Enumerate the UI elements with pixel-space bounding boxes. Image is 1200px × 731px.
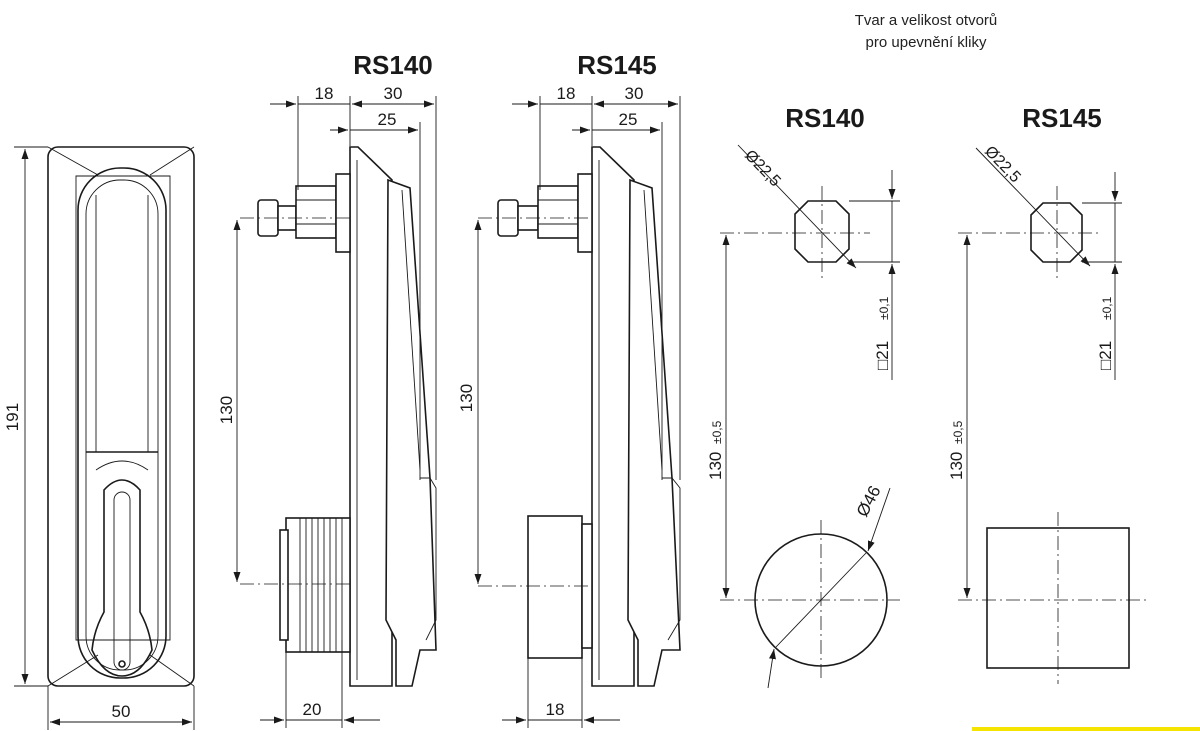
knob-ribs <box>299 518 343 652</box>
hole-pattern-rs145: RS145 Ø22,5 □21 ±0,1 130 ±0,5 <box>947 103 1150 684</box>
rs140-distance-tol: ±0,5 <box>710 420 724 444</box>
accent-bar <box>972 727 1200 731</box>
rs145-dim-25: 25 <box>619 110 638 129</box>
side-view-rs145: RS145 18 30 25 130 1 <box>457 50 681 728</box>
rs145-dim-30: 30 <box>625 84 644 103</box>
rs140-dim-20: 20 <box>303 700 322 719</box>
model-title-rs145-side: RS145 <box>577 50 657 80</box>
note-line-1: Tvar a velikost otvorů <box>855 12 998 29</box>
front-view: 191 50 <box>3 146 195 730</box>
side-view-rs140: RS140 <box>217 50 437 728</box>
rs145-dim-130: 130 <box>457 384 476 412</box>
rs145-dim-18: 18 <box>557 84 576 103</box>
front-width-label: 50 <box>112 702 131 721</box>
rs140-dim-18: 18 <box>315 84 334 103</box>
note-line-2: pro upevnění kliky <box>866 34 987 51</box>
rs140-dim-25: 25 <box>378 110 397 129</box>
rs145-distance: 130 <box>947 452 966 480</box>
front-height-label: 191 <box>3 403 22 431</box>
model-title-rs140-holes: RS140 <box>785 103 865 133</box>
rs140-square-tol: ±0,1 <box>877 296 891 320</box>
rs140-distance: 130 <box>706 452 725 480</box>
rs140-dim-130: 130 <box>217 396 236 424</box>
mounting-hole-note: Tvar a velikost otvorů pro upevnění klik… <box>855 12 998 51</box>
rs140-square: □21 <box>873 341 892 370</box>
rs145-square-tol: ±0,1 <box>1100 296 1114 320</box>
rs145-dia-small: Ø22,5 <box>981 143 1024 186</box>
rs140-dia-small: Ø22,5 <box>741 147 784 190</box>
rs145-distance-tol: ±0,5 <box>951 420 965 444</box>
model-title-rs145-holes: RS145 <box>1022 103 1102 133</box>
hole-pattern-rs140: RS140 Ø22,5 □21 ±0,1 130 ±0,5 Ø46 <box>706 103 900 689</box>
rs140-dim-30: 30 <box>384 84 403 103</box>
rs140-dia-large: Ø46 <box>853 483 885 520</box>
rs145-square: □21 <box>1096 341 1115 370</box>
rs145-dim-18-bottom: 18 <box>546 700 565 719</box>
model-title-rs140-side: RS140 <box>353 50 433 80</box>
